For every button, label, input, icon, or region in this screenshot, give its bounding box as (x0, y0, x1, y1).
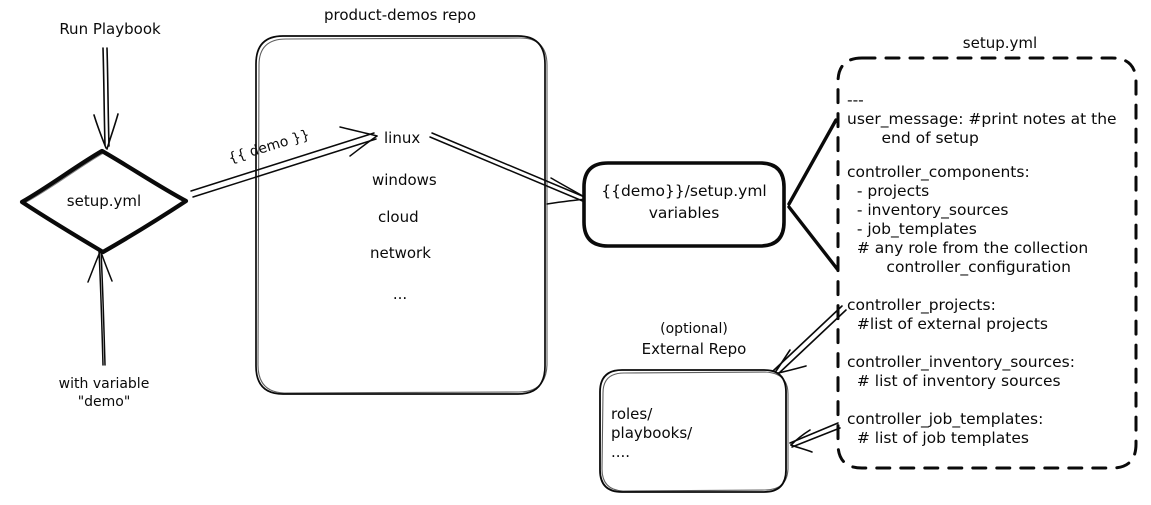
panel-line-6: - inventory_sources (847, 201, 1008, 220)
external-repo-item-roles[interactable]: roles/ (611, 405, 653, 423)
panel-line-15: # list of inventory sources (847, 372, 1061, 390)
panel-line-14: controller_inventory_sources: (847, 353, 1075, 372)
with-variable-label-line1: with variable (59, 376, 150, 392)
repo-item-linux[interactable]: linux (384, 129, 420, 147)
repo-item-windows[interactable]: windows (372, 171, 437, 189)
external-repo-item-ellipsis: .... (611, 443, 630, 461)
panel-line-8: # any role from the collection (847, 239, 1088, 257)
panel-line-12: #list of external projects (847, 315, 1048, 333)
edge-controller-projects-to-external-repo (772, 305, 847, 376)
edge-linux-to-variables-box (429, 132, 589, 205)
edge-controller-job-templates-to-external-repo (789, 422, 841, 453)
product-demos-repo-title: product-demos repo (324, 6, 476, 24)
demo-setup-variables-line1: {{demo}}/setup.yml (601, 182, 766, 200)
setup-yml-panel-content: --- user_message: #print notes at the en… (847, 91, 1117, 447)
repo-item-ellipsis: ... (393, 285, 407, 303)
node-setup-yml-panel[interactable] (836, 56, 1138, 470)
run-playbook-label: Run Playbook (59, 20, 161, 38)
panel-line-2: end of setup (847, 129, 979, 147)
external-repo-title-line2: External Repo (642, 340, 747, 358)
setup-yml-panel-title: setup.yml (963, 34, 1037, 52)
panel-line-7: - job_templates (847, 220, 977, 239)
panel-line-0: --- (847, 91, 864, 109)
node-product-demos-repo[interactable] (255, 35, 548, 395)
demo-setup-variables-line2: variables (649, 204, 720, 222)
edge-run-playbook-to-setup (93, 47, 119, 150)
node-external-repo[interactable] (599, 369, 789, 493)
node-setup-yml-diamond[interactable] (19, 148, 189, 255)
repo-item-network[interactable]: network (370, 244, 431, 262)
panel-line-18: # list of job templates (847, 429, 1029, 447)
repo-item-cloud[interactable]: cloud (378, 208, 419, 226)
setup-yml-diamond-label: setup.yml (67, 192, 141, 210)
external-repo-title-line1: (optional) (660, 321, 728, 337)
edge-with-variable-to-setup (87, 250, 113, 366)
edge-setup-panel-to-variables-bottom (787, 205, 840, 272)
with-variable-label-line2: "demo" (78, 394, 131, 410)
panel-line-4: controller_components: (847, 163, 1030, 182)
panel-line-9: controller_configuration (847, 258, 1071, 277)
edge-setup-panel-to-variables-top (787, 118, 838, 206)
node-demo-setup-variables[interactable] (582, 161, 786, 248)
edge-setup-to-repo-linux (190, 126, 378, 198)
panel-line-17: controller_job_templates: (847, 410, 1043, 429)
panel-line-11: controller_projects: (847, 296, 996, 315)
panel-line-1: user_message: #print notes at the (847, 110, 1117, 129)
external-repo-item-playbooks[interactable]: playbooks/ (611, 424, 693, 442)
panel-line-5: - projects (847, 182, 929, 200)
